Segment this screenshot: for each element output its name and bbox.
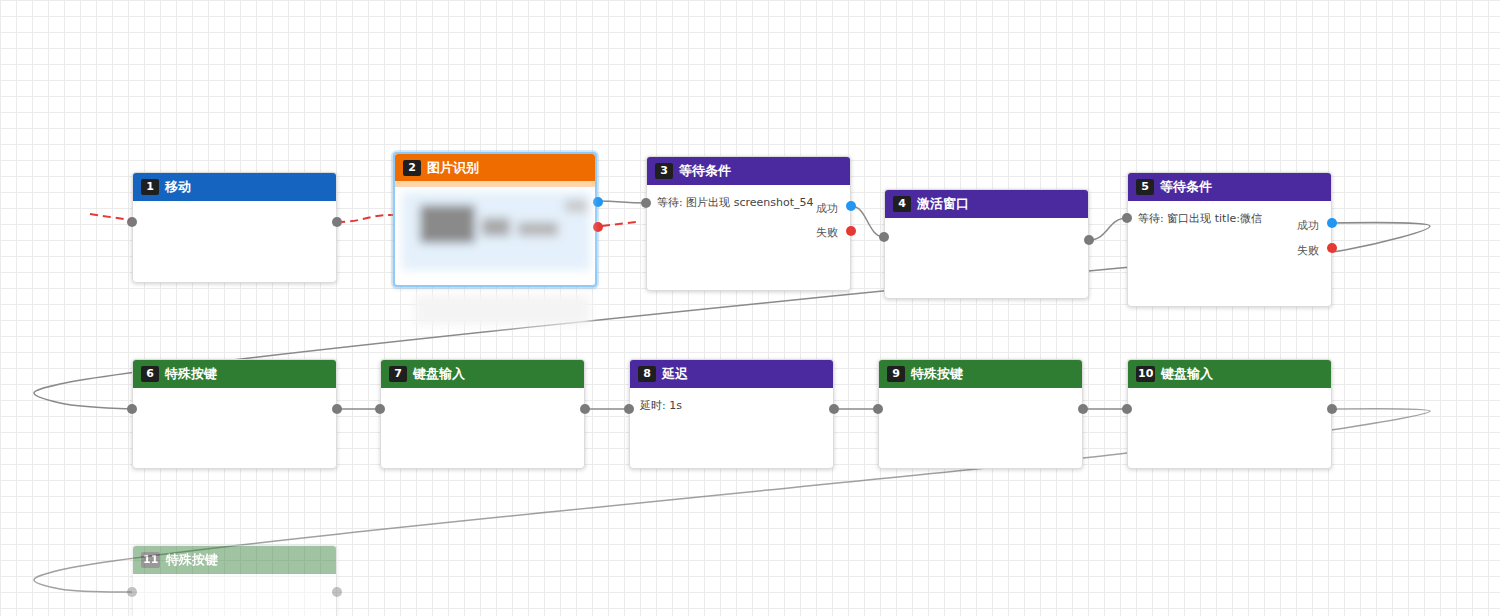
node-number: 1 — [141, 179, 159, 195]
node-title: 图片识别 — [427, 159, 479, 177]
header-stripe — [395, 181, 595, 187]
node-title: 激活窗口 — [917, 195, 969, 213]
node-header: 1 移动 — [133, 173, 336, 201]
connection-port — [332, 404, 342, 414]
process-box: 7 键盘输入 — [380, 359, 585, 469]
success-port-label: 成功 — [816, 201, 838, 216]
node-title: 键盘输入 — [413, 365, 465, 383]
connection-port — [846, 201, 856, 211]
node-title: 特殊按键 — [165, 365, 217, 383]
node-number: 6 — [141, 366, 159, 382]
condition-text: 延时: 1s — [640, 398, 682, 413]
node-header: 7 键盘输入 — [381, 360, 584, 388]
flow-connector — [597, 201, 646, 203]
node-number: 9 — [887, 366, 905, 382]
node-number: 8 — [638, 366, 656, 382]
connection-port — [332, 587, 342, 597]
connection-port — [1122, 213, 1132, 223]
process-box: 3 等待条件等待: 图片出现 screenshot_54成功失败 — [646, 156, 851, 291]
connection-port — [593, 222, 603, 232]
connection-port — [879, 232, 889, 242]
node-number: 11 — [141, 552, 160, 568]
connection-port — [624, 404, 634, 414]
node-header: 9 特殊按键 — [879, 360, 1082, 388]
connection-port — [1084, 235, 1094, 245]
connection-port — [829, 404, 839, 414]
node-title: 移动 — [165, 178, 191, 196]
flow-connector — [834, 408, 878, 410]
node-header: 4 激活窗口 — [885, 190, 1088, 218]
flow-connector — [1089, 218, 1127, 240]
node-number: 4 — [893, 196, 911, 212]
connection-port — [332, 217, 342, 227]
connection-port — [1327, 218, 1337, 228]
failure-port-label: 失败 — [1297, 243, 1319, 258]
success-port-label: 成功 — [1297, 218, 1319, 233]
condition-text: 等待: 窗口出现 title:微信 — [1138, 211, 1262, 226]
dangling-wire — [90, 214, 130, 220]
node-header: 10 键盘输入 — [1128, 360, 1331, 388]
connection-port — [127, 217, 137, 227]
blurred-area — [415, 295, 590, 325]
node-title: 特殊按键 — [166, 551, 218, 569]
node-title: 特殊按键 — [911, 365, 963, 383]
node-header: 11 特殊按键 — [133, 546, 336, 574]
flow-connector — [1083, 408, 1127, 410]
node-header: 2 图片识别 — [395, 154, 595, 182]
node-title: 延迟 — [662, 365, 688, 383]
node-title: 键盘输入 — [1161, 365, 1213, 383]
process-box: 6 特殊按键 — [132, 359, 337, 469]
flow-connector — [851, 206, 884, 237]
node-header: 5 等待条件 — [1128, 173, 1331, 201]
connection-port — [127, 404, 137, 414]
flow-connector — [337, 408, 380, 410]
process-box: 8 延迟延时: 1s — [629, 359, 834, 469]
node-header: 8 延迟 — [630, 360, 833, 388]
connection-port — [1327, 243, 1337, 253]
connection-port — [1327, 404, 1337, 414]
node-number: 5 — [1136, 179, 1154, 195]
process-box: 4 激活窗口 — [884, 189, 1089, 299]
connection-port — [846, 226, 856, 236]
connection-port — [1122, 404, 1132, 414]
flow-connector — [585, 408, 629, 410]
process-box: 5 等待条件等待: 窗口出现 title:微信 成功失败 — [1127, 172, 1332, 307]
condition-text: 等待: 图片出现 screenshot_54 — [657, 195, 814, 210]
node-header: 3 等待条件 — [647, 157, 850, 185]
process-box: 1 移动 — [132, 172, 337, 283]
dangling-wire — [602, 222, 636, 226]
node-title: 等待条件 — [1160, 178, 1212, 196]
flow-connector — [337, 215, 393, 222]
connection-port — [641, 198, 651, 208]
process-box: 11 特殊按键 — [132, 545, 337, 616]
connection-port — [375, 404, 385, 414]
node-number: 2 — [403, 160, 421, 176]
connection-port — [580, 404, 590, 414]
connection-port — [1078, 404, 1088, 414]
process-box: 10 键盘输入 — [1127, 359, 1332, 469]
failure-port-label: 失败 — [816, 225, 838, 240]
image-preview — [402, 192, 590, 270]
node-number: 3 — [655, 163, 673, 179]
connection-port — [593, 197, 603, 207]
connection-port — [127, 587, 137, 597]
node-number: 10 — [1136, 366, 1155, 382]
node-header: 6 特殊按键 — [133, 360, 336, 388]
process-box: 2 图片识别 — [393, 152, 597, 287]
node-title: 等待条件 — [679, 162, 731, 180]
connection-port — [873, 404, 883, 414]
node-number: 7 — [389, 366, 407, 382]
process-box: 9 特殊按键 — [878, 359, 1083, 469]
